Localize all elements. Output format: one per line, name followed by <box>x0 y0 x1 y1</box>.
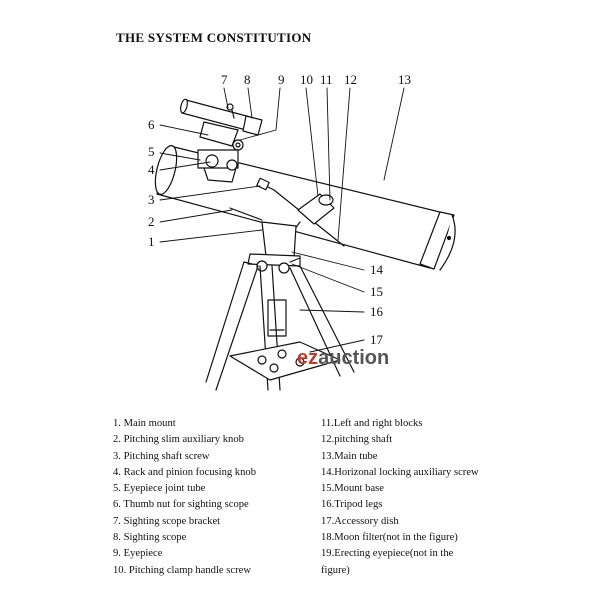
legend-item: 5. Eyepiece joint tube <box>113 483 206 495</box>
callout-7: 7 <box>221 72 228 87</box>
callout-14: 14 <box>370 262 384 277</box>
callout-4: 4 <box>148 162 155 177</box>
legend-item: 7. Sighting scope bracket <box>113 515 221 527</box>
callout-8: 8 <box>244 72 251 87</box>
watermark-suffix: auction <box>318 347 389 369</box>
callout-1: 1 <box>148 234 155 249</box>
focuser <box>197 149 239 183</box>
callout-12: 12 <box>344 72 357 87</box>
callout-6: 6 <box>148 117 155 132</box>
legend-item: 16.Tripod legs <box>321 499 383 511</box>
callout-10: 10 <box>300 72 313 87</box>
legend-right: 11.Left and right blocks 12.pitching shaf… <box>321 416 479 579</box>
callout-16: 16 <box>370 304 384 319</box>
eyepiece <box>287 193 335 239</box>
legend-item: figure) <box>321 564 350 576</box>
sighting-scope <box>180 98 263 151</box>
legend-item: 13.Main tube <box>321 450 378 462</box>
callout-11: 11 <box>320 72 333 87</box>
page-title: THE SYSTEM CONSTITUTION <box>116 30 312 45</box>
tripod-legs <box>205 261 355 391</box>
main-mount <box>247 221 301 274</box>
legend-item: 17.Accessory dish <box>321 515 399 527</box>
callout-15: 15 <box>370 284 383 299</box>
callout-3: 3 <box>148 192 155 207</box>
legend-item: 8. Sighting scope <box>113 532 187 544</box>
callout-17: 17 <box>370 332 384 347</box>
legend-item: 2. Pitching slim auxiliary knob <box>113 434 244 446</box>
legend-item: 11.Left and right blocks <box>321 418 423 429</box>
watermark-prefix: ez <box>297 347 318 369</box>
legend-left: 1. Main mount 2. Pitching slim auxiliary … <box>113 416 256 579</box>
legend-item: 1. Main mount <box>113 418 176 429</box>
leader-lines <box>159 87 405 353</box>
legend-item: 9. Eyepiece <box>113 548 163 560</box>
watermark: ezauction <box>297 347 389 369</box>
legend-item: 12.pitching shaft <box>321 434 393 446</box>
legend-item: 4. Rack and pinion focusing knob <box>113 466 256 478</box>
callout-2: 2 <box>148 214 155 229</box>
legend-item: 10. Pitching clamp handle screw <box>113 564 251 576</box>
legend-item: 19.Erecting eyepiece(not in the <box>321 548 454 560</box>
legend-item: 18.Moon filter(not in the figure) <box>321 532 458 544</box>
callout-13: 13 <box>398 72 411 87</box>
legend-item: 6. Thumb nut for sighting scope <box>113 499 249 511</box>
callout-9: 9 <box>278 72 285 87</box>
legend-item: 15.Mount base <box>321 483 384 495</box>
legend-item: 3. Pitching shaft screw <box>113 450 210 462</box>
legend-item: 14.Horizonal locking auxiliary screw <box>321 466 479 478</box>
callout-5: 5 <box>148 144 155 159</box>
